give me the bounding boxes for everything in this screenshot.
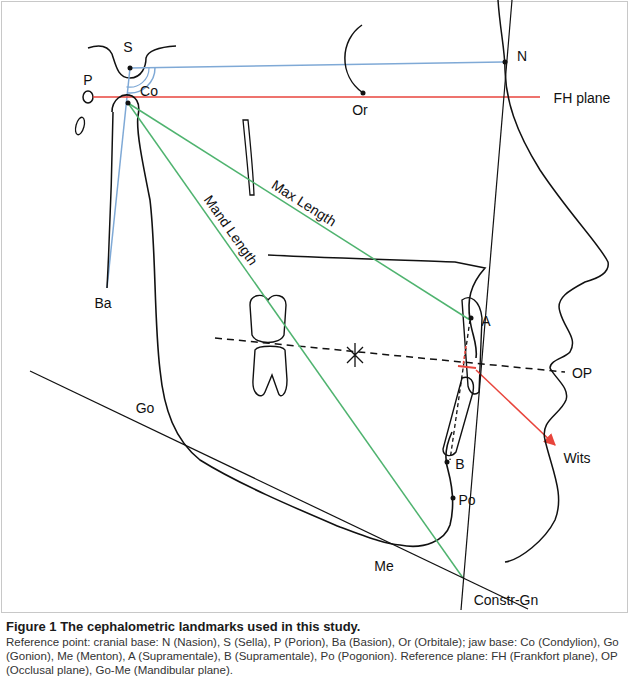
landmark-dot: [126, 101, 131, 106]
landmark-label: B: [454, 457, 465, 471]
ab-line: [450, 320, 470, 460]
figure-caption: Reference point: cranial base: N (Nasion…: [6, 635, 622, 677]
measurement-label: Wits: [562, 451, 591, 465]
landmark-dot: [451, 496, 456, 501]
landmark-label: Constr-Gn: [473, 593, 540, 607]
landmark-label: P: [82, 73, 93, 87]
n-vertical-line: [461, 0, 512, 610]
landmark-label: Po: [457, 493, 476, 507]
upper-incisor: [462, 298, 482, 394]
mand-length-line: [128, 103, 463, 578]
cephalometric-tracing: [0, 0, 629, 615]
landmark-dot: [361, 91, 366, 96]
landmark-dot: [445, 460, 450, 465]
landmark-label: Me: [373, 559, 394, 573]
s-ba-line: [107, 68, 130, 288]
landmark-label: Ba: [93, 296, 112, 310]
lower-molar: [253, 346, 287, 396]
ear-ring: [74, 116, 86, 135]
porion-ring: [83, 91, 93, 103]
landmark-label: Co: [139, 84, 159, 98]
fh-plane-line: [93, 96, 540, 98]
orbit-outline: [345, 25, 363, 93]
measurement-label: Mand Length: [201, 192, 261, 268]
wits-arrow: [476, 370, 555, 445]
max-length-line: [128, 103, 470, 320]
figure-title: Figure 1 The cephalometric landmarks use…: [6, 619, 622, 635]
premolar-mark: [347, 343, 363, 367]
landmark-label: Or: [351, 103, 369, 117]
mandibular-plane: [30, 371, 528, 609]
landmark-label: A: [480, 314, 491, 328]
landmark-label: N: [516, 49, 528, 63]
sn-line: [130, 62, 503, 68]
pterygoid-outline: [243, 120, 254, 195]
measurement-label: Max Length: [269, 177, 340, 229]
landmark-label: S: [122, 40, 133, 54]
landmark-dot: [128, 66, 133, 71]
landmark-dot: [503, 60, 508, 65]
lower-incisor: [443, 377, 473, 455]
maxilla-outline: [268, 255, 485, 358]
soft-tissue-profile: [498, 0, 608, 562]
landmark-dot: [469, 316, 474, 321]
wits-projection: [463, 346, 466, 366]
landmark-label: Go: [135, 401, 156, 415]
plane-label: OP: [571, 366, 593, 380]
basion-outline: [107, 112, 113, 288]
occlusal-plane: [215, 338, 565, 372]
plane-label: FH plane: [553, 91, 612, 105]
figure-frame: [2, 2, 628, 613]
wits-projection: [458, 366, 476, 368]
